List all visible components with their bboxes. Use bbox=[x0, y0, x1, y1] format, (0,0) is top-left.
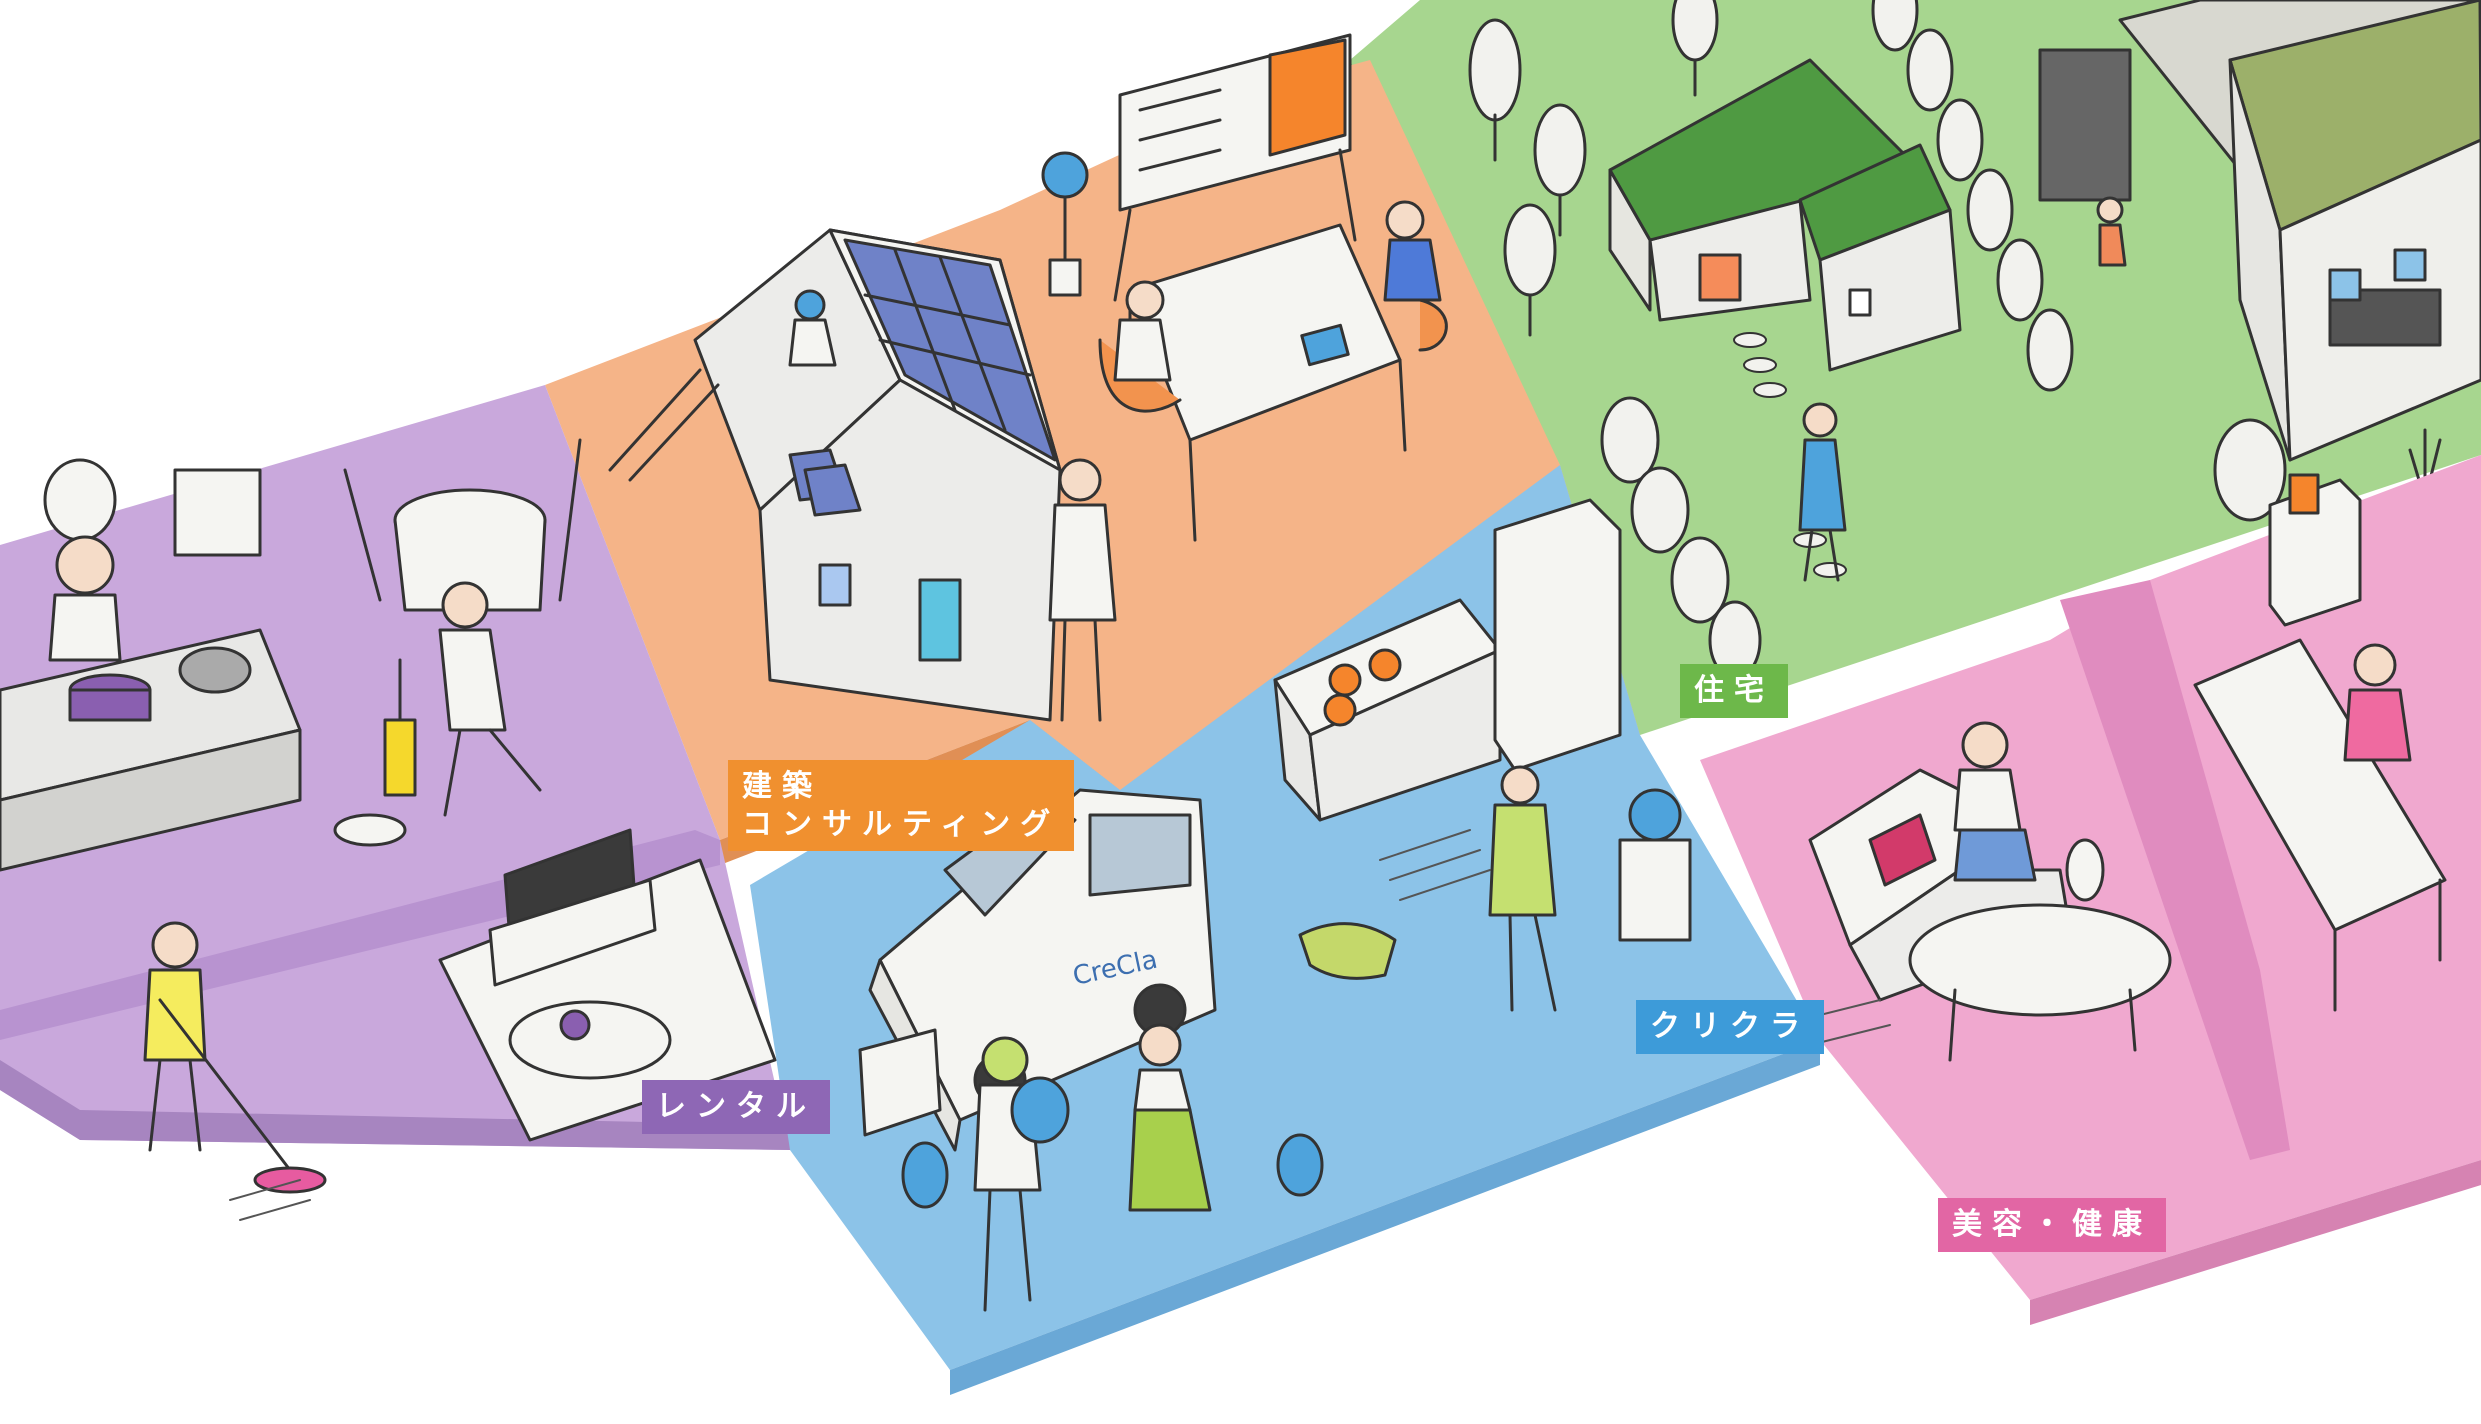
rice-cooker-icon bbox=[178, 646, 252, 694]
green-roof-house-icon bbox=[1608, 58, 1962, 372]
woman-walking-icon bbox=[1798, 402, 1847, 582]
section-label-housing: 住宅 bbox=[1680, 664, 1788, 718]
house-solar-icon bbox=[693, 228, 1062, 722]
section-label-consulting-line1: 建築 bbox=[742, 769, 822, 804]
tree-icon bbox=[1468, 0, 2287, 680]
mop-icon bbox=[158, 998, 327, 1194]
dining-table-icon bbox=[343, 438, 582, 612]
housing-tile bbox=[1350, 0, 2481, 760]
gardener-icon bbox=[2096, 196, 2127, 267]
roof-worker-icon bbox=[788, 289, 837, 367]
air-purifier-icon bbox=[173, 468, 262, 557]
elderly-man-icon bbox=[438, 581, 542, 817]
mirror-icon bbox=[2065, 838, 2105, 902]
water-bottle-icon bbox=[901, 1133, 1324, 1209]
man-drinking-icon bbox=[1488, 765, 1557, 1012]
rental-tile bbox=[0, 385, 790, 1194]
ladder-icon bbox=[608, 368, 720, 482]
meeting-person-1-icon bbox=[1098, 280, 1182, 413]
section-label-consulting-line2: コンサルティング bbox=[742, 806, 1061, 842]
section-label-rental: レンタル bbox=[642, 1080, 830, 1134]
woman-sitting-icon bbox=[1953, 721, 2037, 882]
coffee-table-icon bbox=[508, 1000, 672, 1080]
whiteboard-icon bbox=[1113, 33, 1357, 302]
cook-pot-icon bbox=[68, 673, 152, 722]
section-label-kurikura: クリクラ bbox=[1636, 1000, 1824, 1054]
kitchen-icon bbox=[1273, 598, 1502, 822]
deliveryman-icon bbox=[973, 1036, 1070, 1312]
refrigerator-icon bbox=[1493, 498, 1622, 772]
table-icon bbox=[2193, 638, 2447, 1012]
woman-at-table-icon bbox=[2343, 643, 2412, 762]
apartment-solar-icon bbox=[2038, 0, 2481, 462]
businessman-icon bbox=[1048, 458, 1117, 722]
floor-polisher-icon bbox=[333, 658, 417, 847]
woman-customer-icon bbox=[1128, 1023, 1212, 1212]
kurikura-tile: CreCla bbox=[750, 465, 1820, 1395]
section-label-consulting: 建築 コンサルティング bbox=[728, 760, 1075, 851]
chef-icon bbox=[43, 458, 122, 662]
meeting-person-2-icon bbox=[1383, 200, 1448, 352]
section-label-beauty: 美容・健康 bbox=[1938, 1198, 2166, 1252]
consulting-tile bbox=[545, 33, 1640, 865]
tv-icon bbox=[488, 828, 657, 987]
cat-icon bbox=[1298, 922, 1397, 980]
dresser-icon bbox=[2268, 473, 2362, 627]
cardboard-box-icon bbox=[858, 1028, 942, 1137]
beauty-table-icon bbox=[1908, 903, 2172, 1062]
water-server-icon bbox=[1618, 788, 1692, 942]
potted-plant-icon bbox=[1041, 151, 1089, 297]
beauty-tile bbox=[1700, 455, 2481, 1325]
